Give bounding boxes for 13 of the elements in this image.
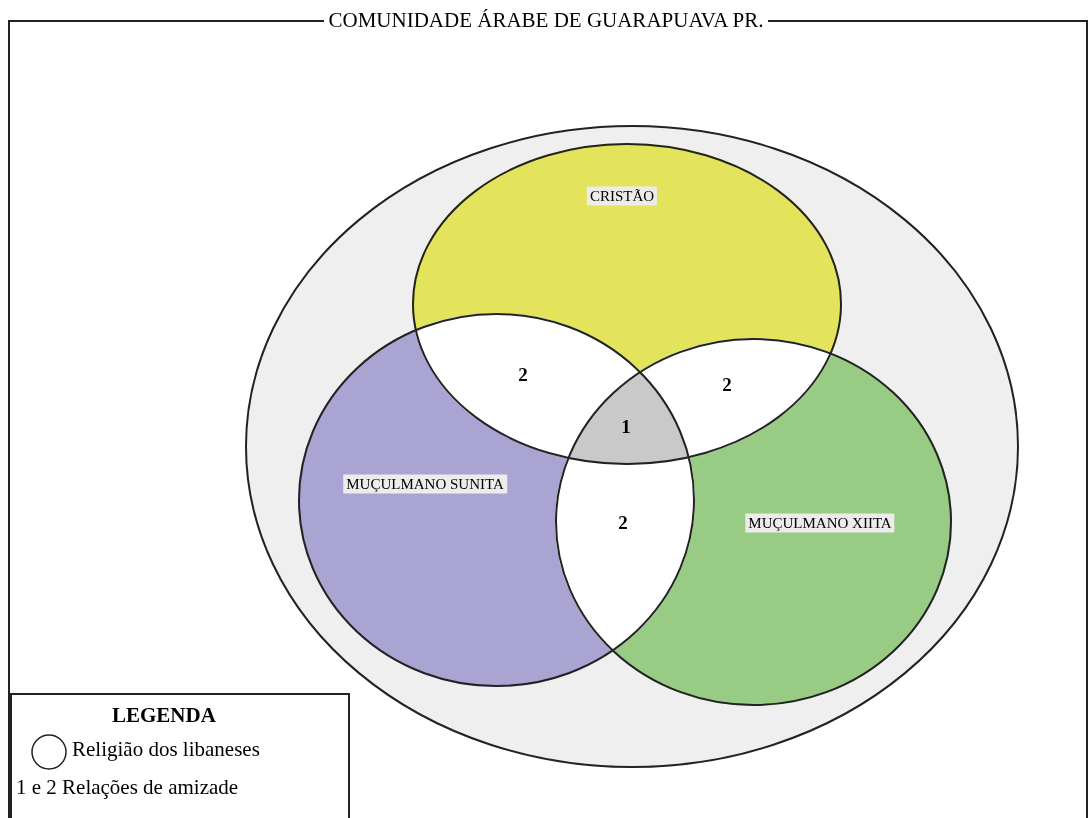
group-label: MUÇULMANO XIITA: [745, 513, 895, 533]
relation-number: 2: [518, 364, 528, 386]
group-label: CRISTÃO: [586, 186, 658, 206]
venn-circle: [298, 313, 695, 687]
venn-circle: [555, 338, 952, 706]
legend-title: LEGENDA: [112, 703, 216, 728]
relation-number: 1: [621, 416, 631, 438]
legend-text: Religião dos libaneses: [72, 737, 260, 762]
relation-number: 2: [722, 374, 732, 396]
venn-circle: [412, 143, 842, 465]
legend-text: 1 e 2 Relações de amizade: [16, 775, 239, 800]
group-label: MUÇULMANO SUNITA: [343, 474, 507, 494]
relation-number: 2: [618, 512, 628, 534]
